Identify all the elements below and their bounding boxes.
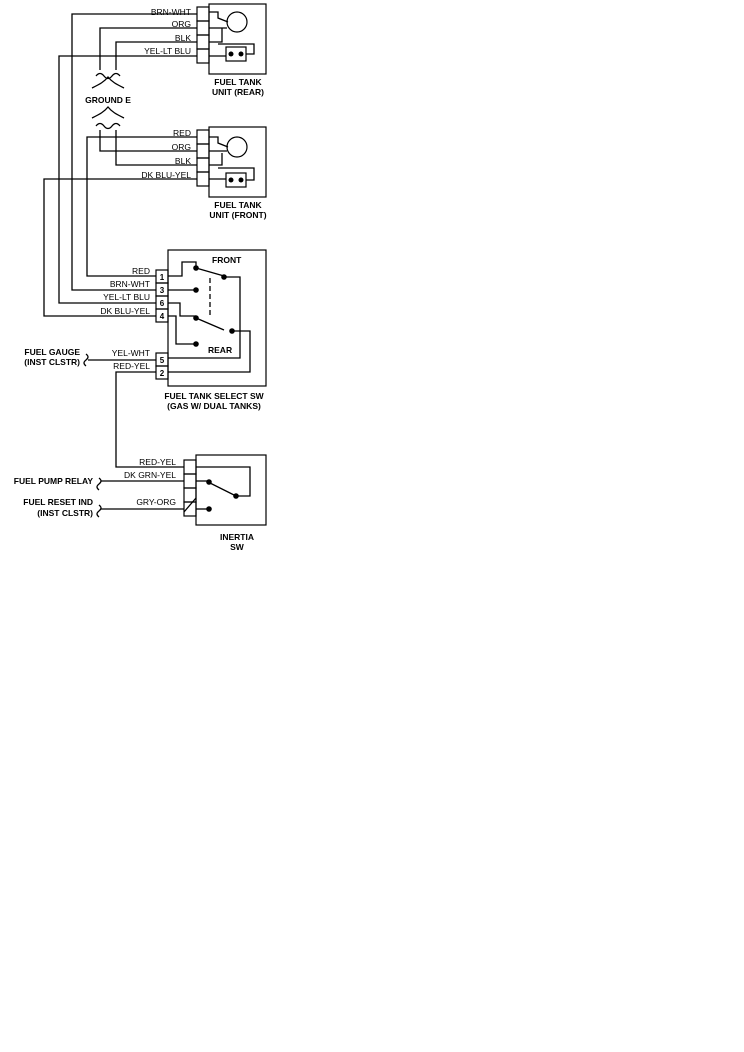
front-connector-pin-3 [196, 157, 210, 173]
front-position-label: FRONT [212, 255, 242, 265]
select-pin-label-2: 2 [160, 369, 165, 378]
rear-connector-pin-2 [196, 20, 210, 36]
harness-wires [43, 13, 197, 468]
inertia-switch-box [195, 454, 267, 526]
rear-tank-unit-title-2: UNIT (REAR) [212, 87, 264, 97]
front-connector-pin-4 [196, 171, 210, 187]
rear-connector-pin-1 [196, 6, 210, 22]
select-wire-label-red: RED [132, 266, 150, 276]
rear-wire-label-3: BLK [175, 33, 191, 43]
front-connector-pin-1 [196, 129, 210, 145]
fuel-gauge-label-2: (INST CLSTR) [24, 357, 80, 367]
select-switch-box [167, 249, 267, 387]
fuel-pump-relay-label: FUEL PUMP RELAY [14, 476, 94, 486]
inertia-wire-label-gry-org: GRY-ORG [136, 497, 176, 507]
front-wire-label-1: RED [173, 128, 191, 138]
select-pin-label-3: 3 [160, 286, 165, 295]
select-wire-label-yel-lt-blu: YEL-LT BLU [103, 292, 150, 302]
wire-rear-blk [115, 41, 197, 70]
front-wire-label-2: ORG [172, 142, 191, 152]
inertia-switch-title-2: SW [230, 542, 245, 552]
rear-wire-label-1: BRN-WHT [151, 7, 191, 17]
select-switch-title-2: (GAS W/ DUAL TANKS) [167, 401, 261, 411]
select-switch-title-1: FUEL TANK SELECT SW [164, 391, 264, 401]
wire-red [86, 136, 197, 277]
select-wire-label-red-yel: RED-YEL [113, 361, 150, 371]
fuel-reset-ind-label-1: FUEL RESET IND [23, 497, 93, 507]
select-pin-label-5: 5 [160, 356, 165, 365]
select-pin-label-6: 6 [160, 299, 165, 308]
inertia-pin-1 [183, 459, 197, 475]
rear-connector-pin-3 [196, 34, 210, 50]
rear-wire-label-2: ORG [172, 19, 191, 29]
select-wire-label-yel-wht: YEL-WHT [112, 348, 150, 358]
ground-e-label: GROUND E [85, 95, 131, 105]
select-wire-label-dk-blu-yel: DK BLU-YEL [100, 306, 150, 316]
fuel-gauge-connection: FUEL GAUGE (INST CLSTR) [24, 347, 156, 367]
select-pin-label-1: 1 [160, 273, 165, 282]
rear-position-label: REAR [208, 345, 232, 355]
fuel-pump-relay-connection: FUEL PUMP RELAY [14, 476, 184, 491]
rear-connector-pin-4 [196, 48, 210, 64]
front-tank-unit-title-1: FUEL TANK [214, 200, 262, 210]
select-pin-label-4: 4 [160, 312, 165, 321]
front-tank-unit-title-2: UNIT (FRONT) [209, 210, 266, 220]
front-tank-unit: RED ORG BLK DK BLU-YEL FUEL TANK UNIT (F… [141, 126, 267, 220]
front-gauge-sender-icon [226, 136, 248, 158]
rear-tank-unit-title-1: FUEL TANK [214, 77, 262, 87]
ground-e: GROUND E [85, 72, 131, 130]
front-wire-label-3: BLK [175, 156, 191, 166]
inertia-switch: RED-YEL DK GRN-YEL GRY-ORG INERTIA SW [124, 454, 267, 552]
wire-red-yel [115, 371, 184, 468]
fuel-gauge-label-1: FUEL GAUGE [24, 347, 80, 357]
inertia-wire-label-red-yel: RED-YEL [139, 457, 176, 467]
select-wire-label-brn-wht: BRN-WHT [110, 279, 150, 289]
wire-front-blk [115, 130, 197, 166]
rear-gauge-sender-icon [226, 11, 248, 33]
fuel-reset-ind-connection: FUEL RESET IND (INST CLSTR) [23, 497, 184, 518]
rear-wire-label-4: YEL-LT BLU [144, 46, 191, 56]
inertia-wire-label-dk-grn-yel: DK GRN-YEL [124, 470, 176, 480]
wire-brn-wht [71, 13, 197, 291]
wire-dk-blu-yel [43, 178, 197, 317]
fuel-reset-ind-label-2: (INST CLSTR) [37, 508, 93, 518]
fuel-tank-select-switch: 1 3 6 4 5 2 FRONT REAR RED BRN-WHT YEL-L… [100, 249, 267, 411]
front-connector-pin-2 [196, 143, 210, 159]
wire-front-org [99, 130, 197, 152]
front-wire-label-4: DK BLU-YEL [141, 170, 191, 180]
inertia-pin-2 [183, 473, 197, 489]
inertia-switch-title-1: INERTIA [220, 532, 254, 542]
rear-tank-unit: BRN-WHT ORG BLK YEL-LT BLU FUEL TANK UNI… [144, 3, 267, 97]
